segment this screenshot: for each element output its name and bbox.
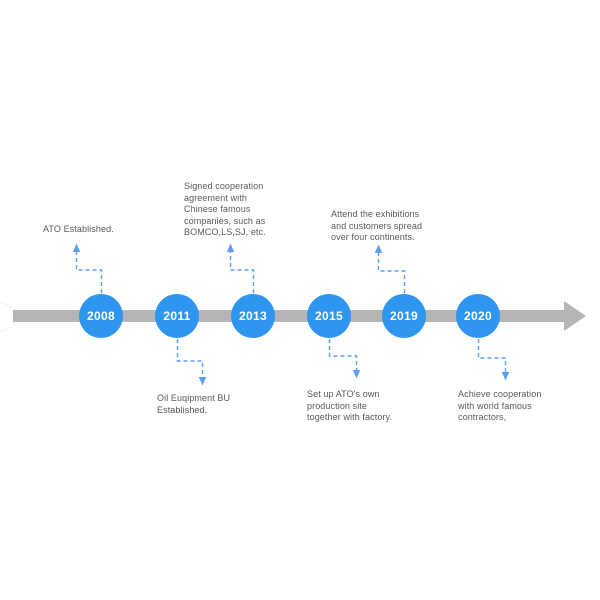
event-description-2015: Set up ATO's own production site togethe…: [307, 389, 393, 422]
timeline-axis-bar: [13, 310, 564, 322]
arrow-down-icon-2015: [352, 370, 361, 379]
connector-2008: [75, 252, 103, 293]
arrow-up-icon-2013: [226, 243, 235, 252]
connector-2011: [176, 339, 204, 377]
connector-2019: [377, 253, 406, 293]
arrow-up-icon-2008: [72, 243, 81, 252]
year-label: 2013: [239, 309, 267, 323]
event-description-2008: ATO Established.: [43, 224, 114, 234]
year-label: 2008: [87, 309, 115, 323]
year-label: 2019: [390, 309, 418, 323]
timeline-node-2011: 2011: [155, 294, 199, 338]
timeline-axis-arrowhead-icon: [564, 301, 586, 331]
arrow-down-icon-2020: [501, 372, 510, 381]
timeline-node-2019: 2019: [382, 294, 426, 338]
connector-2013: [229, 252, 255, 293]
year-label: 2020: [464, 309, 492, 323]
timeline-node-2020: 2020: [456, 294, 500, 338]
event-description-2013: Signed cooperation agreement with Chines…: [184, 181, 266, 237]
arrow-up-icon-2019: [374, 244, 383, 253]
timeline-node-2015: 2015: [307, 294, 351, 338]
event-description-2019: Attend the exhibitions and customers spr…: [331, 209, 423, 242]
year-label: 2011: [163, 309, 191, 323]
arrow-down-icon-2011: [198, 377, 207, 386]
connector-2015: [328, 339, 358, 370]
event-description-2011: Oil Euqipment BU Established.: [157, 393, 231, 415]
timeline-node-2008: 2008: [79, 294, 123, 338]
ghost-start-node: [0, 302, 16, 332]
year-label: 2015: [315, 309, 343, 323]
timeline-node-2013: 2013: [231, 294, 275, 338]
connector-2020: [477, 339, 507, 372]
event-description-2020: Achieve cooperation with world famous co…: [458, 389, 542, 422]
